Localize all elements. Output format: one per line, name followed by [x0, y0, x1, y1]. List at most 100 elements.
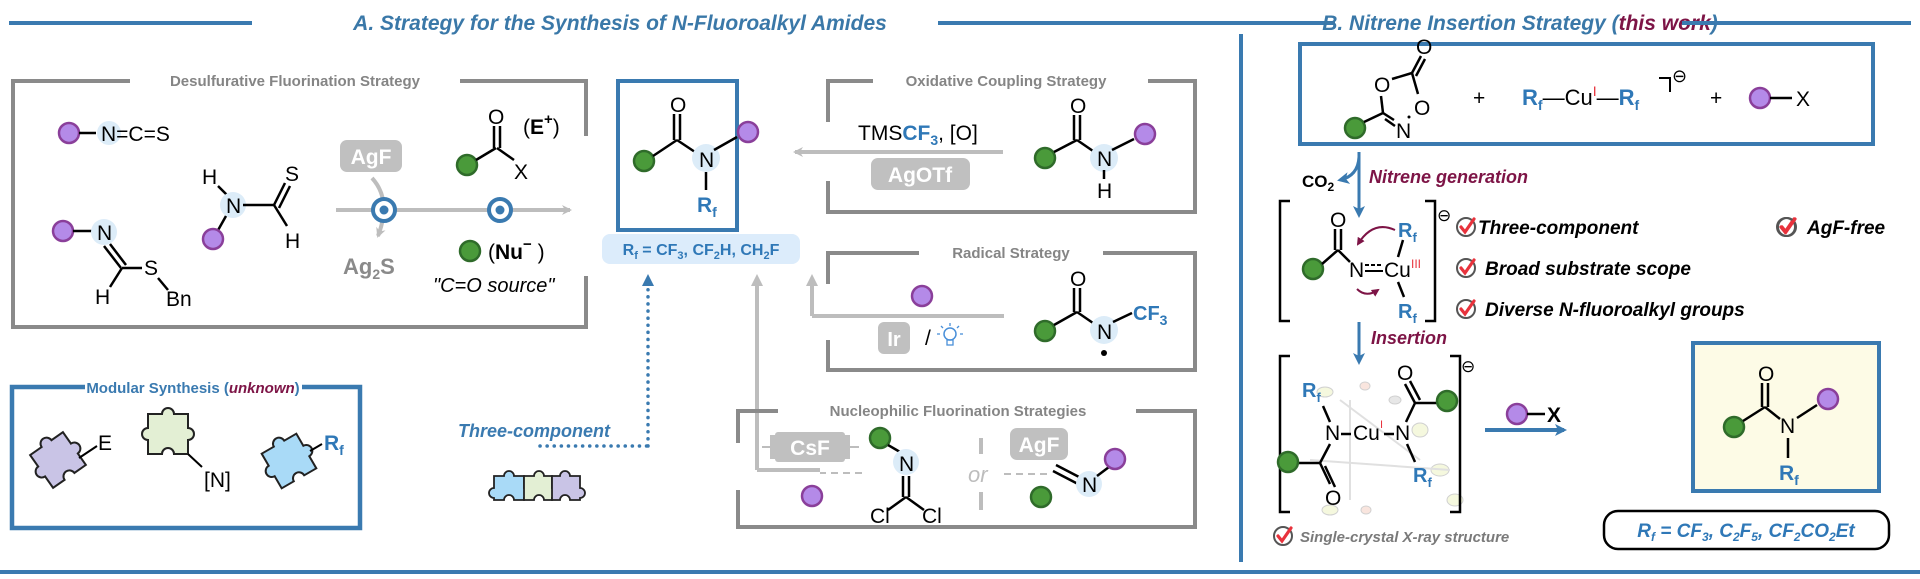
assembled-puzzle-icon: [488, 470, 586, 501]
feature-three-component: Three-component: [1478, 218, 1639, 239]
xray-check-icon: [1272, 525, 1294, 547]
thioformamide-h1: H: [202, 166, 217, 189]
final-rf-scope-badge: [1602, 509, 1891, 551]
xray-structure-overlay: [1309, 381, 1464, 516]
halide-x: X: [1796, 88, 1810, 111]
feature-agf-free: AgF-free: [1806, 218, 1886, 239]
agf-reagent-badge: AgF: [351, 146, 392, 169]
intermediate-cu: Cu: [1384, 259, 1411, 282]
ir-catalyst-badge: Ir: [887, 329, 901, 351]
isothiocyanate-label: N=C=S: [101, 123, 170, 146]
oxidative-coupling-box: Oxidative Coupling Strategy TMSCF3, [O] …: [793, 73, 1197, 214]
complex-charge: ⊖: [1461, 357, 1475, 376]
intermediate-charge: ⊖: [1437, 206, 1451, 225]
copper-complex: ⊖ Rf N Cu I N O Rf O: [1276, 354, 1475, 516]
complex-rf1: Rf: [1302, 380, 1321, 405]
imidothioate-s: S: [144, 257, 158, 280]
feature-broad-scope: Broad substrate scope: [1485, 259, 1691, 280]
radical-strategy-box: Radical Strategy Ir / O N CF3: [826, 245, 1197, 372]
complex-o2: O: [1325, 487, 1341, 510]
cuprate-reagent: Rf—CuI—Rf: [1522, 83, 1639, 113]
piece-e-label: E: [98, 432, 112, 455]
check-icon-0: [1455, 216, 1477, 238]
radical-title: Radical Strategy: [952, 245, 1070, 262]
oxidative-h: H: [1097, 180, 1112, 203]
nucleophilic-title: Nucleophilic Fluorination Strategies: [830, 403, 1087, 420]
agotf-reagent-badge: AgOTf: [888, 164, 953, 187]
plus-2: +: [1710, 87, 1722, 110]
electron-push-arrow-2: [1356, 288, 1380, 297]
co2-byproduct: CO2: [1302, 172, 1335, 194]
thioformamide-s: S: [285, 163, 299, 186]
thioformamide-h2: H: [285, 230, 300, 253]
product-o: O: [670, 94, 686, 117]
panel-a-title: A. Strategy for the Synthesis of N-Fluor…: [352, 12, 887, 35]
imidoyl-cl1: Cl: [870, 505, 890, 528]
product-n: N: [699, 149, 714, 172]
puzzle-piece-electrophile: [28, 430, 88, 490]
panel-b-title: B. Nitrene Insertion Strategy (this work…: [1322, 12, 1718, 35]
three-component-label: Three-component: [458, 421, 611, 441]
nitrene-intermediate: ⊖ O N Cu III Rf Rf: [1278, 199, 1451, 326]
dioxazolone-o3: O: [1414, 97, 1430, 120]
radical-o: O: [1070, 268, 1086, 291]
electrophile-label: (E+): [523, 111, 560, 139]
feature-list: Three-component AgF-free Broad substrate…: [1455, 216, 1886, 321]
cuprate-charge: ⊖: [1672, 66, 1687, 86]
oxidative-o: O: [1070, 95, 1086, 118]
target-amide-box: O N Rf: [616, 79, 760, 232]
dioxazolone-o2: O: [1416, 36, 1432, 59]
imidothioate-bn: Bn: [166, 288, 192, 311]
complex-cu: Cu: [1353, 422, 1380, 445]
product-rf: Rf: [697, 194, 717, 220]
insertion-label: Insertion: [1371, 328, 1447, 348]
electron-push-arrow-1: [1356, 226, 1396, 246]
modular-title: Modular Synthesis (unknown): [86, 380, 299, 397]
desulfurative-strategy-box: Desulfurative Fluorination Strategy N=C=…: [11, 73, 588, 329]
dioxazolone-o1: O: [1374, 74, 1390, 97]
tmscf3-reagent: TMSCF3, [O]: [858, 122, 978, 148]
rf-scope-badge: [602, 234, 800, 264]
final-product-o: O: [1758, 363, 1774, 386]
agf-reagent-badge-2: AgF: [1019, 434, 1060, 457]
complex-cu-ox: I: [1380, 419, 1383, 431]
light-bulb-icon: [937, 323, 963, 346]
imidothioate-h: H: [95, 286, 110, 309]
isocyanide-n: N: [1082, 474, 1097, 497]
puzzle-piece-nitrogen: [141, 407, 195, 455]
intermediate-o: O: [1330, 209, 1346, 232]
radical-cf3: CF3: [1133, 303, 1168, 328]
reactants-box: N O O O + Rf—CuI—Rf ⊖ + X: [1298, 36, 1875, 146]
modular-synthesis-box: Modular Synthesis (unknown) E [N] Rf: [9, 380, 363, 531]
acyl-x: X: [514, 161, 528, 184]
imidoyl-n: N: [899, 453, 914, 476]
final-product-n: N: [1780, 415, 1795, 438]
plus-1: +: [1473, 87, 1485, 110]
intermediate-cu-ox: III: [1411, 257, 1421, 271]
final-product-rf: Rf: [1779, 462, 1799, 488]
piece-rf-label: Rf: [324, 432, 344, 458]
dioxazolone-n: N: [1396, 120, 1411, 143]
intermediate-n: N: [1349, 259, 1364, 282]
imidothioate-n: N: [97, 222, 112, 245]
complex-n2: N: [1395, 422, 1410, 445]
piece-n-label: [N]: [204, 469, 231, 492]
or-label: or: [968, 462, 989, 487]
radical-slash: /: [925, 327, 931, 350]
complex-n1: N: [1325, 422, 1340, 445]
puzzle-piece-fluoroalkyl: [260, 432, 318, 490]
radical-n: N: [1097, 321, 1112, 344]
intermediate-rf-bottom: Rf: [1398, 301, 1417, 326]
csf-reagent-badge: CsF: [790, 437, 830, 460]
final-reagent-x: X: [1547, 404, 1561, 427]
nitrene-generation-label: Nitrene generation: [1369, 167, 1528, 187]
oxidative-title: Oxidative Coupling Strategy: [906, 73, 1108, 90]
check-icon-3: [1455, 298, 1477, 320]
feature-diverse-groups: Diverse N-fluoroalkyl groups: [1485, 300, 1745, 321]
complex-o1: O: [1397, 362, 1413, 385]
thioformamide-n: N: [226, 195, 241, 218]
desulfurative-title: Desulfurative Fluorination Strategy: [170, 73, 421, 90]
intermediate-rf-top: Rf: [1398, 220, 1417, 245]
co-source-label: "C=O source": [433, 275, 555, 297]
